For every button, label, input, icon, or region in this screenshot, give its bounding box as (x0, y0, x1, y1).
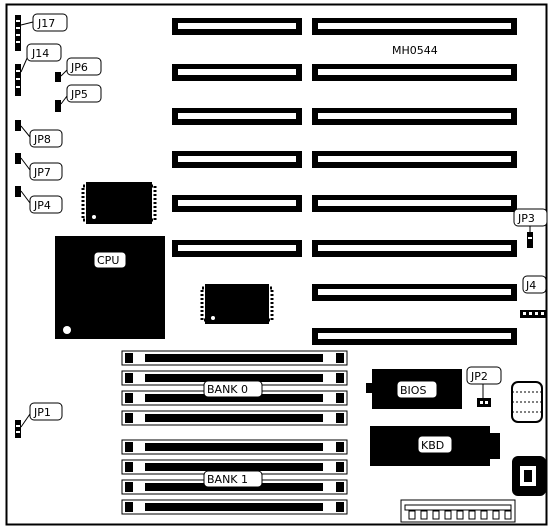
expansion-slots-left (172, 18, 302, 257)
callout-leaders (20, 21, 531, 428)
bios-chip: BIOS (366, 369, 462, 409)
jp2-pins (477, 398, 491, 407)
chip-middle (200, 284, 274, 324)
battery-socket (511, 381, 543, 423)
svg-text:JP2: JP2 (470, 370, 488, 383)
label-j14: J14 (26, 43, 62, 62)
svg-text:JP1: JP1 (33, 406, 51, 419)
svg-text:J17: J17 (37, 17, 55, 30)
svg-text:KBD: KBD (421, 439, 444, 452)
svg-text:JP7: JP7 (33, 166, 51, 179)
label-j17: J17 (32, 13, 68, 32)
svg-text:JP3: JP3 (517, 212, 535, 225)
svg-text:JP4: JP4 (33, 199, 51, 212)
label-j4: J4 (522, 275, 547, 294)
cpu-chip: CPU (55, 236, 165, 339)
svg-text:JP8: JP8 (33, 133, 51, 146)
label-jp7: JP7 (29, 162, 63, 181)
kbd-chip: KBD (370, 426, 500, 466)
label-jp6: JP6 (66, 57, 102, 76)
label-jp3: JP3 (513, 208, 548, 227)
chip-upper (81, 182, 157, 224)
label-jp2: JP2 (466, 366, 502, 385)
svg-text:BIOS: BIOS (400, 384, 426, 397)
memory-bank-1: BANK 1 (121, 439, 348, 515)
jp3-pins (527, 232, 533, 248)
svg-text:J14: J14 (31, 47, 49, 60)
expansion-slots-right (312, 18, 517, 345)
svg-text:CPU: CPU (97, 254, 119, 267)
memory-bank-0: BANK 0 (121, 350, 348, 426)
left-jumpers (15, 15, 61, 438)
svg-text:J4: J4 (525, 279, 536, 292)
svg-text:BANK 1: BANK 1 (207, 473, 248, 486)
svg-text:JP6: JP6 (70, 61, 88, 74)
label-jp8: JP8 (29, 129, 63, 148)
svg-text:JP5: JP5 (70, 88, 88, 101)
label-jp5: JP5 (66, 84, 102, 103)
model-number: MH0544 (392, 44, 438, 57)
j4-pins (520, 310, 546, 318)
svg-text:BANK 0: BANK 0 (207, 383, 248, 396)
power-connector (400, 499, 516, 523)
keyboard-connector (512, 456, 546, 496)
label-jp4: JP4 (29, 195, 63, 214)
label-jp1: JP1 (29, 402, 63, 421)
